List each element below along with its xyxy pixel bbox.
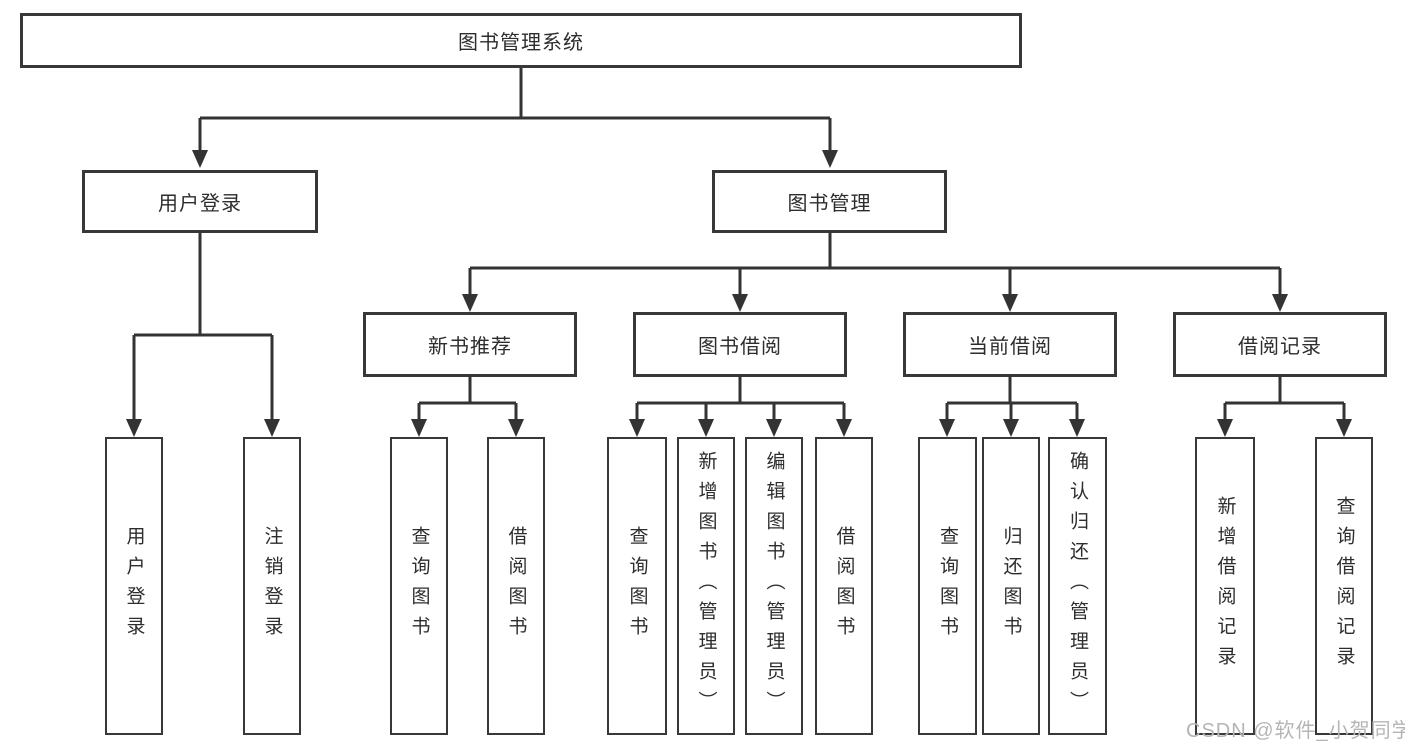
node-root: 图书管理系统	[20, 13, 1022, 68]
node-leaf-logout: 注销登录	[243, 437, 301, 735]
node-leaf-query-borrow-record-label: 查询借阅记录	[1333, 496, 1355, 676]
node-leaf-add-borrow-record: 新增借阅记录	[1195, 437, 1255, 735]
node-leaf-borrow-books-1-label: 借阅图书	[505, 526, 527, 646]
node-leaf-confirm-return-admin: 确认归还（管理员）	[1048, 437, 1107, 735]
node-leaf-add-books-admin-label: 新增图书（管理员）	[695, 451, 717, 721]
node-leaf-add-borrow-record-label: 新增借阅记录	[1214, 496, 1236, 676]
node-branch-new-book-recommend-label: 新书推荐	[428, 336, 512, 358]
node-leaf-logout-label: 注销登录	[261, 526, 283, 646]
node-leaf-add-books-admin: 新增图书（管理员）	[677, 437, 735, 735]
node-branch-book-management-label: 图书管理	[787, 193, 872, 215]
node-branch-borrowing-records-label: 借阅记录	[1238, 336, 1322, 358]
node-branch-current-borrowing-label: 当前借阅	[968, 336, 1052, 358]
node-root-label: 图书管理系统	[458, 32, 584, 54]
watermark: CSDN @软件_小贺同学	[1186, 720, 1405, 742]
node-branch-user-login-label: 用户登录	[158, 193, 242, 215]
node-leaf-user-login: 用户登录	[105, 437, 163, 735]
node-leaf-borrow-books-2-label: 借阅图书	[833, 526, 855, 646]
node-leaf-user-login-label: 用户登录	[123, 526, 145, 646]
node-leaf-query-books-1-label: 查询图书	[408, 526, 430, 646]
node-leaf-edit-books-admin-label: 编辑图书（管理员）	[763, 451, 785, 721]
node-leaf-query-books-2: 查询图书	[607, 437, 667, 735]
node-leaf-query-books-3-label: 查询图书	[937, 526, 958, 646]
node-leaf-edit-books-admin: 编辑图书（管理员）	[745, 437, 803, 735]
node-branch-book-management: 图书管理	[712, 170, 947, 233]
node-leaf-query-books-1: 查询图书	[390, 437, 448, 735]
arrowheads	[126, 150, 1352, 437]
node-leaf-return-books: 归还图书	[982, 437, 1040, 735]
node-leaf-return-books-label: 归还图书	[1000, 526, 1022, 646]
node-leaf-query-books-3: 查询图书	[918, 437, 977, 735]
node-leaf-query-books-2-label: 查询图书	[626, 526, 648, 646]
node-branch-book-borrowing: 图书借阅	[633, 312, 847, 377]
node-leaf-borrow-books-1: 借阅图书	[487, 437, 545, 735]
node-branch-current-borrowing: 当前借阅	[903, 312, 1117, 377]
node-leaf-query-borrow-record: 查询借阅记录	[1315, 437, 1373, 735]
node-branch-borrowing-records: 借阅记录	[1173, 312, 1387, 377]
node-branch-new-book-recommend: 新书推荐	[363, 312, 577, 377]
node-leaf-confirm-return-admin-label: 确认归还（管理员）	[1067, 451, 1088, 721]
node-leaf-borrow-books-2: 借阅图书	[815, 437, 873, 735]
node-branch-user-login: 用户登录	[82, 170, 318, 233]
node-branch-book-borrowing-label: 图书借阅	[698, 336, 782, 358]
